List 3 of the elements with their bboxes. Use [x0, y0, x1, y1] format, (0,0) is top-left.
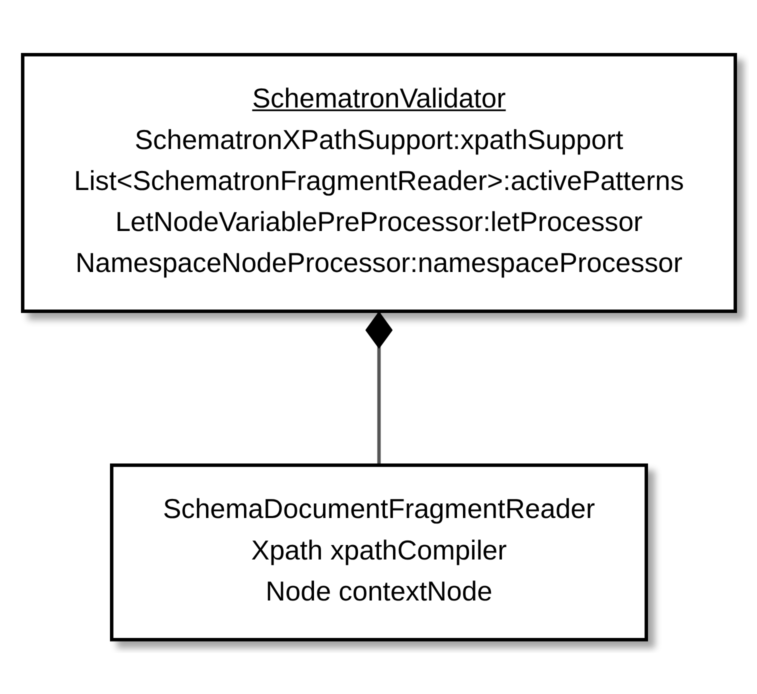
connector	[364, 311, 392, 466]
node-box: SchemaDocumentFragmentReader Xpath xpathCompiler Node contextNode	[109, 463, 648, 642]
node-box: SchematronValidator SchematronXPathSupport:xpathSupport List<SchematronFragmentReader>:activePatterns LetNodeVariablePreProcessor:letProcessor NamespaceNodeProcessor:namespaceProcessor	[20, 52, 737, 313]
